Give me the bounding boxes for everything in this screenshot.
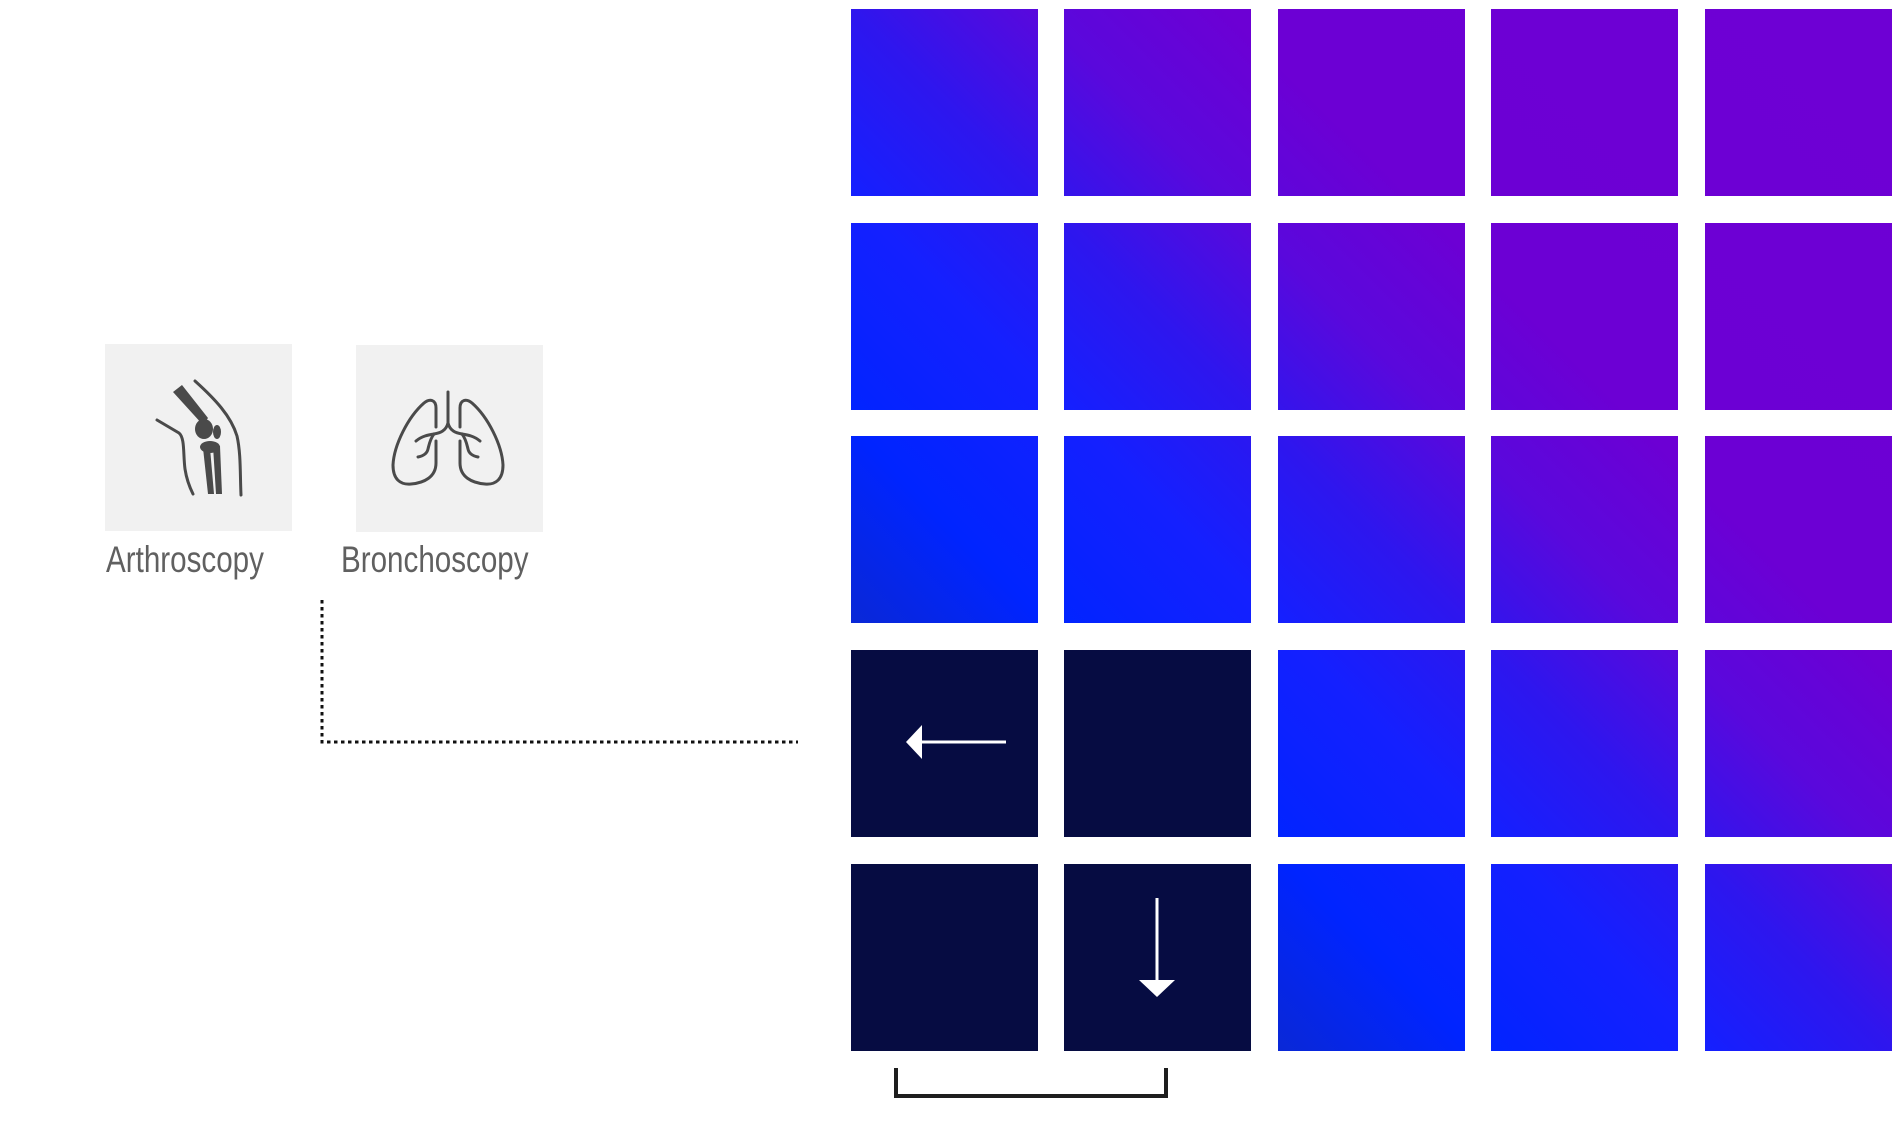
grid-tile[interactable] [1705, 223, 1892, 410]
bronchoscopy-label: Bronchoscopy [341, 539, 529, 580]
lungs-icon [391, 390, 505, 486]
grid-tile[interactable] [851, 436, 1038, 623]
grid-tile[interactable] [851, 9, 1038, 196]
grid-tile[interactable] [1064, 9, 1251, 196]
grid-tile[interactable] [1278, 9, 1465, 196]
knee-joint-icon [155, 379, 243, 497]
grid-tile[interactable] [1278, 650, 1465, 837]
dark-tile[interactable] [1064, 650, 1251, 837]
grid-tile[interactable] [1705, 650, 1892, 837]
grid-tile[interactable] [1064, 223, 1251, 410]
column-bracket [894, 1068, 1168, 1098]
grid-tile[interactable] [1491, 864, 1678, 1051]
grid-tile[interactable] [1491, 650, 1678, 837]
arthroscopy-card[interactable] [105, 344, 292, 531]
grid-tile[interactable] [1705, 9, 1892, 196]
bronchoscopy-card[interactable] [356, 345, 543, 532]
grid-tile[interactable] [1278, 223, 1465, 410]
grid-tile[interactable] [1491, 9, 1678, 196]
dark-tile-down-arrow[interactable] [1064, 864, 1251, 1051]
grid-tile[interactable] [1705, 864, 1892, 1051]
grid-tile[interactable] [1278, 864, 1465, 1051]
arrow-left-icon [906, 725, 1006, 759]
dark-tile[interactable] [851, 864, 1038, 1051]
grid-tile[interactable] [1491, 223, 1678, 410]
arrow-down-icon [1139, 898, 1175, 997]
grid-tile[interactable] [1278, 436, 1465, 623]
grid-tile[interactable] [851, 223, 1038, 410]
grid-tile[interactable] [1064, 436, 1251, 623]
grid-tile[interactable] [1491, 436, 1678, 623]
grid-tile[interactable] [1705, 436, 1892, 623]
dark-tile-left-arrow[interactable] [851, 650, 1038, 837]
arthroscopy-label: Arthroscopy [106, 539, 264, 580]
